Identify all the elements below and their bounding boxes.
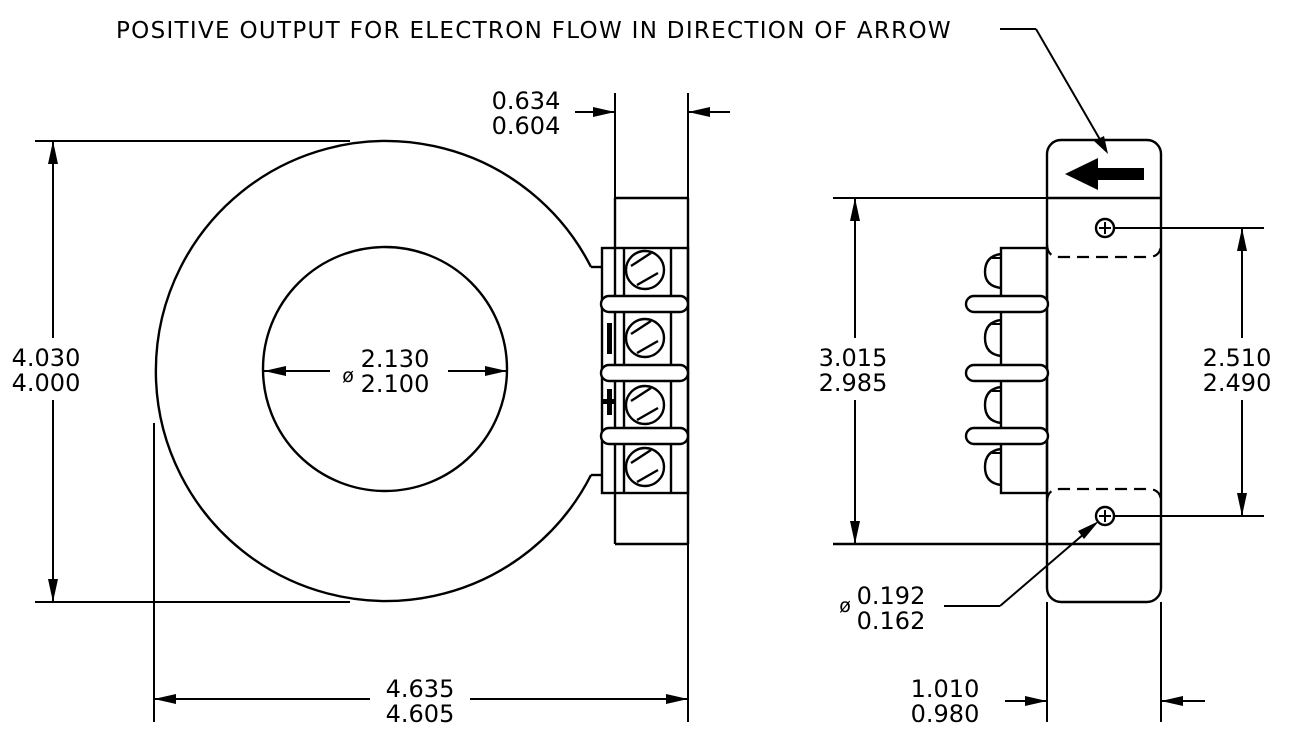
- terminal-barrier-3: [599, 426, 690, 446]
- hidden-hole-lower: [1045, 487, 1163, 503]
- hole-spacing-max: 2.510: [1203, 344, 1272, 372]
- dim-hole-diameter: ø 0.192 0.162: [839, 521, 1099, 635]
- base-width-min: 0.980: [911, 700, 980, 728]
- thickness-min: 0.604: [492, 112, 561, 140]
- hidden-hole-upper: [1045, 243, 1163, 259]
- mounting-bracket-side-view: [1045, 138, 1163, 604]
- bore-min: 2.100: [361, 370, 430, 398]
- bore-diameter-symbol: ø: [342, 365, 354, 387]
- terminal-screw-3: [624, 384, 666, 426]
- terminal-barrier-2: [599, 363, 690, 383]
- dim-height: 4.030 4.000: [12, 140, 350, 603]
- height-min: 4.000: [12, 369, 81, 397]
- toroid-bore: [261, 245, 509, 493]
- positive-terminal-mark: [602, 389, 616, 415]
- terminal-screw-2: [624, 317, 666, 359]
- terminal-screw-1: [624, 249, 666, 291]
- bracket-body: [1045, 138, 1163, 604]
- dim-base-width: 1.010 0.980: [911, 602, 1205, 728]
- hole-diameter-max: 0.192: [857, 582, 926, 610]
- negative-terminal-mark: [607, 323, 612, 354]
- base-width-max: 1.010: [911, 675, 980, 703]
- dim-bore: ø 2.130 2.100: [264, 345, 507, 398]
- terminal-block-front: [599, 196, 690, 546]
- terminal-barrier-1: [599, 294, 690, 314]
- mounting-hole-lower: [1094, 505, 1116, 527]
- terminal-screw-4: [624, 446, 666, 488]
- mount-height-max: 3.015: [819, 344, 888, 372]
- mounting-hole-upper: [1094, 217, 1116, 239]
- screw-head-3: [983, 385, 1002, 425]
- terminal-block-side: [964, 246, 1050, 495]
- side-barrier-1: [964, 294, 1050, 314]
- electron-flow-arrow-icon: [1065, 158, 1144, 190]
- side-barrier-3: [964, 426, 1050, 446]
- hole-spacing-min: 2.490: [1203, 369, 1272, 397]
- dim-thickness: 0.634 0.604: [492, 87, 730, 198]
- thickness-max: 0.634: [492, 87, 561, 115]
- hole-diameter-min: 0.162: [857, 607, 926, 635]
- toroid-outer-contour: [154, 139, 593, 603]
- height-max: 4.030: [12, 344, 81, 372]
- dim-width: 4.635 4.605: [153, 423, 689, 728]
- flow-direction-note: POSITIVE OUTPUT FOR ELECTRON FLOW IN DIR…: [116, 18, 952, 44]
- dim-mount-height: 3.015 2.985: [819, 197, 1047, 546]
- side-barrier-2: [964, 363, 1050, 383]
- screw-head-1: [983, 252, 1002, 290]
- mount-height-min: 2.985: [819, 369, 888, 397]
- width-max: 4.635: [386, 675, 455, 703]
- note-leader: [1000, 28, 1108, 154]
- screw-head-4: [983, 447, 1002, 487]
- dim-hole-spacing: 2.510 2.490: [1114, 227, 1272, 517]
- hole-diameter-symbol: ø: [839, 595, 851, 617]
- screw-head-2: [983, 318, 1002, 358]
- bore-max: 2.130: [361, 345, 430, 373]
- width-min: 4.605: [386, 700, 455, 728]
- toroid-front-view: [154, 139, 602, 603]
